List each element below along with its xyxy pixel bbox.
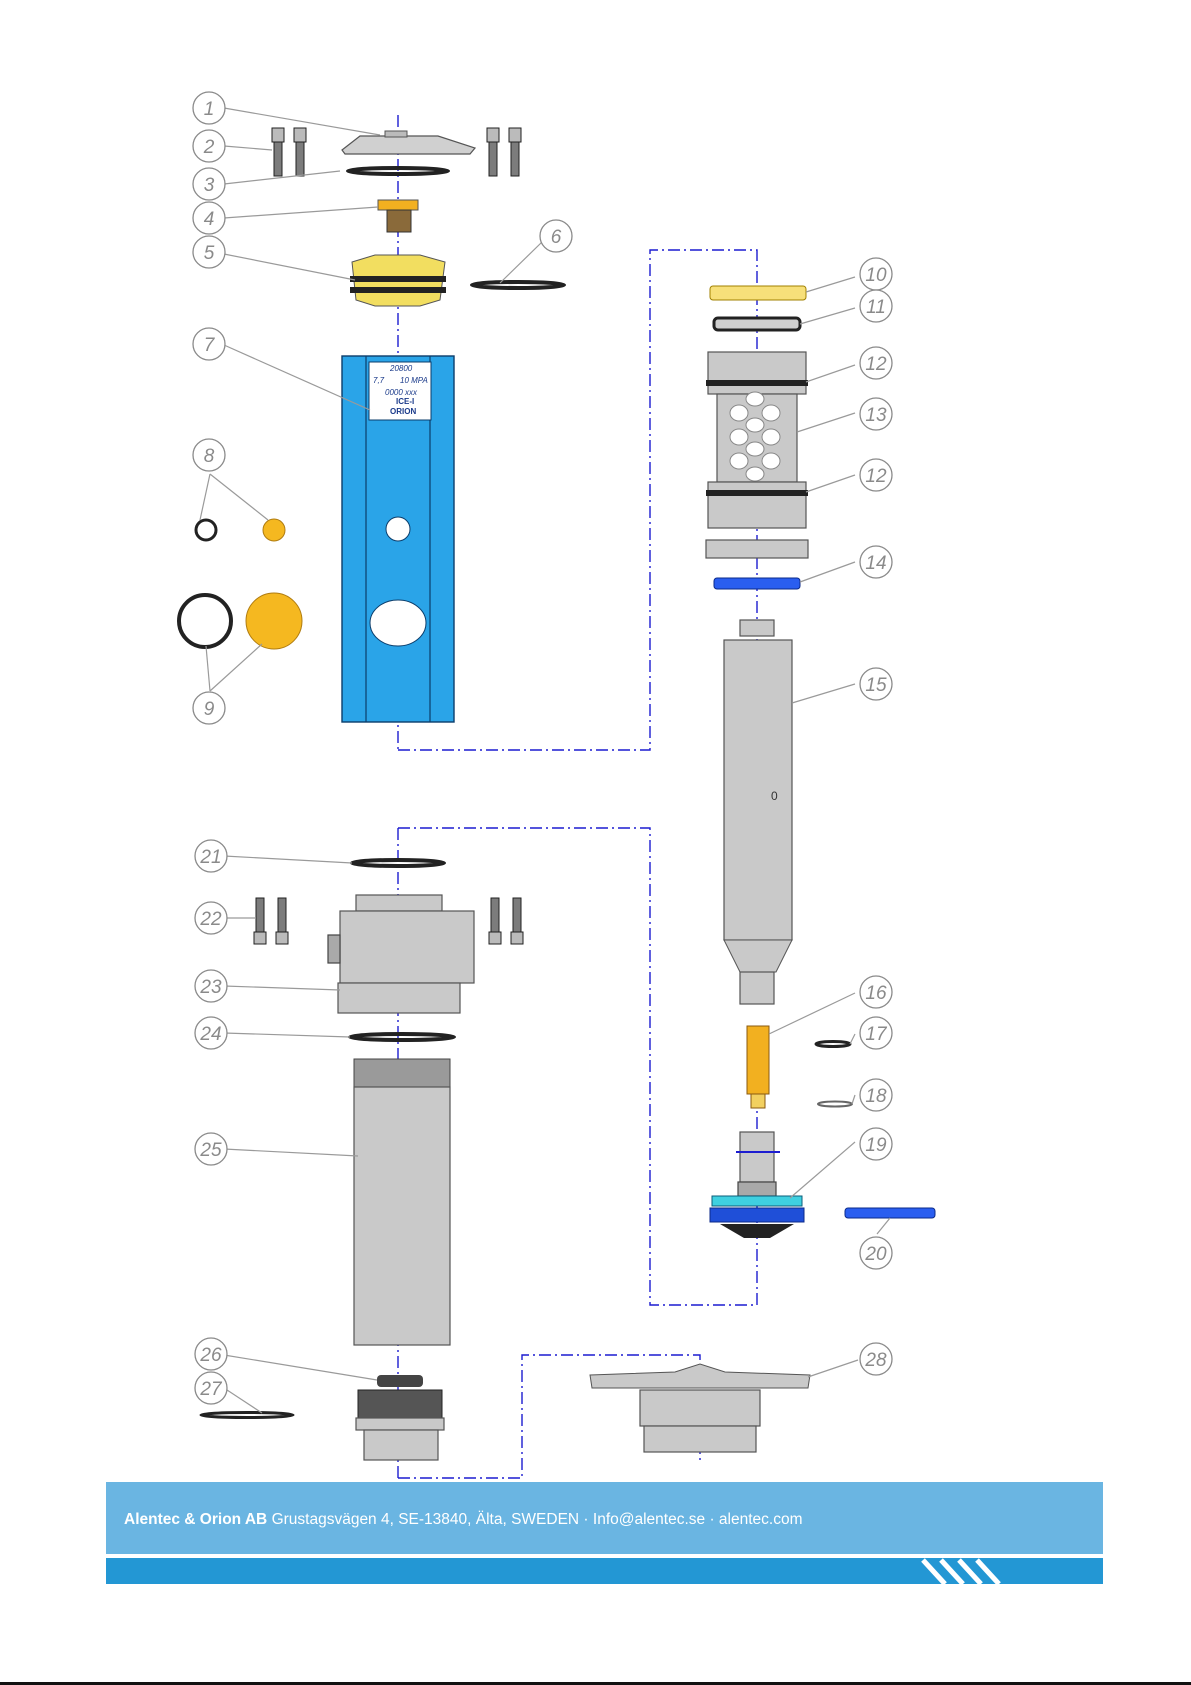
callout-23: 23 <box>195 970 227 1002</box>
callout-12-upper: 12 <box>860 347 892 379</box>
part-14-blue-seal <box>714 578 800 589</box>
callout-23-label: 23 <box>199 977 222 998</box>
callout-1: 1 <box>193 92 225 124</box>
callout-25-label: 25 <box>199 1140 222 1161</box>
callout-6: 6 <box>540 220 572 252</box>
part-28-handle <box>590 1364 810 1452</box>
callout-3: 3 <box>193 168 225 200</box>
footer-company: Alentec & Orion AB <box>124 1511 267 1528</box>
callout-9: 9 <box>193 692 225 724</box>
callout-26-label: 26 <box>199 1345 222 1366</box>
footer-contact: Alentec & Orion AB Grustagsvägen 4, SE-1… <box>124 1511 803 1529</box>
callout-20: 20 <box>860 1237 892 1269</box>
part-6-o-ring <box>472 282 564 288</box>
callout-15-label: 15 <box>865 675 887 696</box>
label-line-3: 10 MPA <box>400 376 428 385</box>
part-17-small-seal <box>816 1042 850 1047</box>
part-5-valve-assembly <box>350 255 446 306</box>
callout-13: 13 <box>860 398 892 430</box>
callout-5: 5 <box>193 236 225 268</box>
part-19-valve-seat <box>710 1132 804 1238</box>
callout-11: 11 <box>860 290 892 322</box>
callout-22: 22 <box>195 902 227 934</box>
callout-12-lower-label: 12 <box>865 466 887 487</box>
callout-14: 14 <box>860 546 892 578</box>
callout-6-label: 6 <box>551 227 562 248</box>
label-line-4: 0000 xxx <box>385 388 418 397</box>
callout-22-label: 22 <box>199 909 222 930</box>
callout-4: 4 <box>193 202 225 234</box>
label-brand-bottom: ORION <box>390 407 416 416</box>
callout-28: 28 <box>860 1343 892 1375</box>
part-23-head-block <box>328 895 474 1013</box>
part-20-blue-washer <box>845 1208 935 1218</box>
callout-17: 17 <box>860 1017 892 1049</box>
label-line-1: 20800 <box>389 364 413 373</box>
footer-address: Grustagsvägen 4, SE-13840, Älta, SWEDEN … <box>272 1511 803 1528</box>
callout-21-label: 21 <box>199 847 221 868</box>
callout-9-label: 9 <box>204 699 215 720</box>
callout-8-label: 8 <box>204 446 215 467</box>
svg-text:0: 0 <box>771 789 778 803</box>
callout-15: 15 <box>860 668 892 700</box>
part-12-13-filter-body <box>706 352 808 558</box>
callout-20-label: 20 <box>864 1244 887 1265</box>
callout-14-label: 14 <box>865 553 886 574</box>
callout-3-label: 3 <box>204 175 215 196</box>
callout-18: 18 <box>860 1079 892 1111</box>
part-9-seal-set-large <box>179 593 302 649</box>
callout-12-upper-label: 12 <box>865 354 887 375</box>
callout-18-label: 18 <box>865 1086 887 1107</box>
part-4-valve-nut <box>378 200 418 232</box>
callout-4-label: 4 <box>204 209 215 230</box>
callout-25: 25 <box>195 1133 227 1165</box>
callout-19: 19 <box>860 1128 892 1160</box>
callout-28-label: 28 <box>864 1350 887 1371</box>
part-15-cartridge: 0 <box>724 620 792 1004</box>
part-16-brass-spindle <box>747 1026 769 1108</box>
part-21-gasket <box>352 860 444 866</box>
callout-13-label: 13 <box>865 405 887 426</box>
callout-12-lower: 12 <box>860 459 892 491</box>
label-brand-top: ICE-I <box>396 397 414 406</box>
callout-16-label: 16 <box>865 983 887 1004</box>
callout-24: 24 <box>195 1017 227 1049</box>
callout-1-label: 1 <box>204 99 215 120</box>
callout-21: 21 <box>195 840 227 872</box>
callout-19-label: 19 <box>865 1135 887 1156</box>
callout-17-label: 17 <box>865 1024 888 1045</box>
callout-7: 7 <box>193 328 225 360</box>
callout-16: 16 <box>860 976 892 1008</box>
label-line-2: 7,7 <box>373 376 385 385</box>
part-18-washer <box>818 1102 852 1107</box>
callout-27-label: 27 <box>199 1379 223 1400</box>
callout-8: 8 <box>193 439 225 471</box>
callout-7-label: 7 <box>204 335 216 356</box>
part-25-tube <box>354 1059 450 1345</box>
part-10-knurled-ring <box>710 286 806 300</box>
part-8-seal-set-small <box>196 519 285 541</box>
callout-10: 10 <box>860 258 892 290</box>
part-26-bottom-plug <box>356 1375 444 1460</box>
part-11-seal-ring <box>714 318 800 330</box>
part-24-o-ring <box>350 1034 454 1040</box>
callout-10-label: 10 <box>865 265 887 286</box>
callout-24-label: 24 <box>199 1024 221 1045</box>
center-lines <box>398 115 757 1478</box>
callout-5-label: 5 <box>204 243 215 264</box>
callout-26: 26 <box>195 1338 227 1370</box>
callout-2-label: 2 <box>203 137 215 158</box>
footer-decorative-stripes <box>915 1556 1015 1586</box>
callout-2: 2 <box>193 130 225 162</box>
part-1-top-cap <box>342 131 475 154</box>
part-27-gasket <box>201 1413 293 1418</box>
callout-27: 27 <box>195 1372 227 1404</box>
callout-11-label: 11 <box>866 297 886 318</box>
